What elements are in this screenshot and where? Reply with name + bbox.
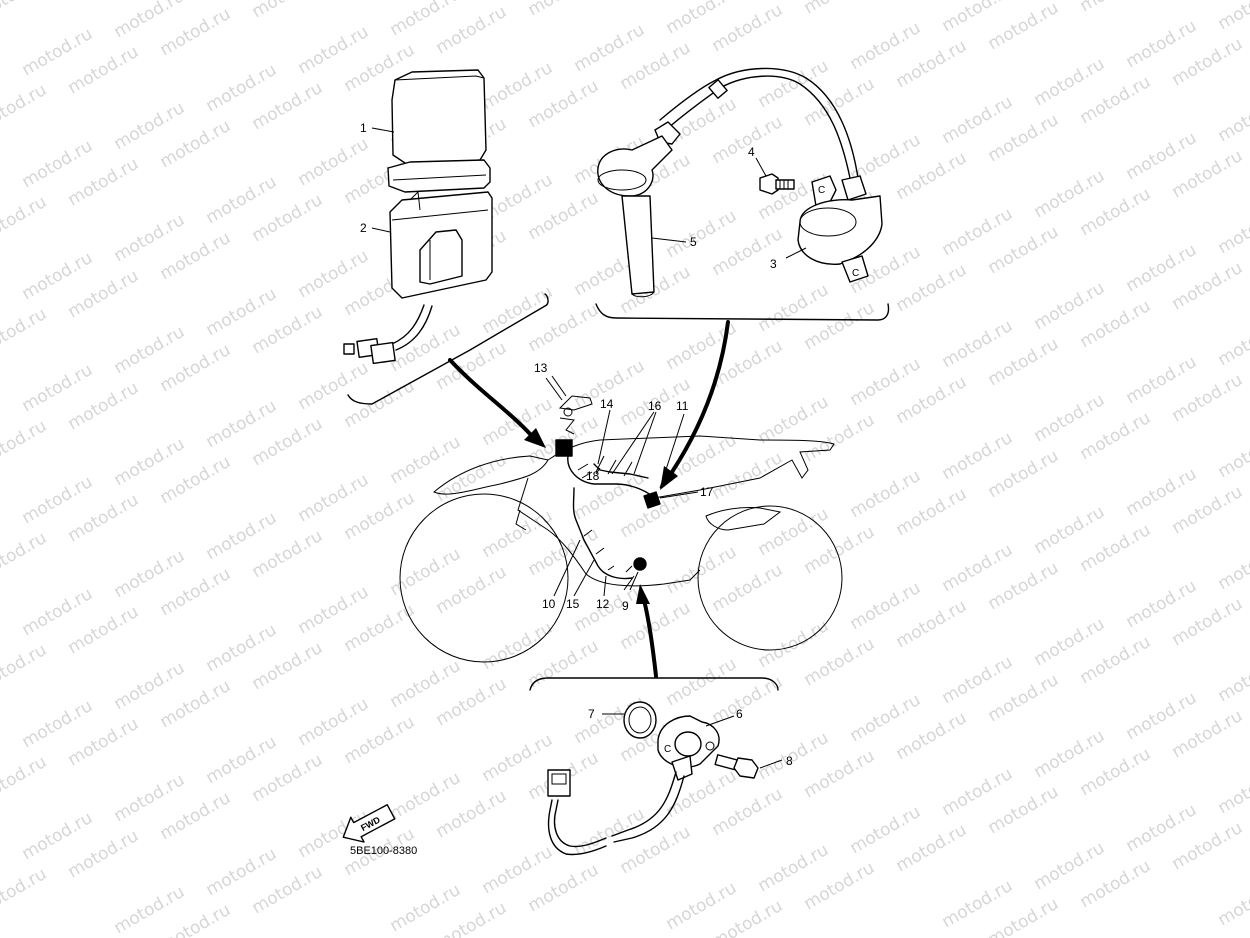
cdi-unit-part[interactable] [389,190,493,299]
callout-15: 15 [566,597,580,611]
pickup-lead-part[interactable] [547,769,685,856]
watermark-text: motod.ru [1215,202,1250,258]
cdi-cover-part[interactable] [387,69,491,193]
ignition-coil-part[interactable]: C C [797,175,883,283]
callout-1: 1 [360,121,367,135]
callout-16: 16 [648,399,662,413]
watermark-text: motod.ru [0,752,50,808]
watermark-text: motod.ru [0,528,50,584]
watermark-text: motod.ru [0,416,50,472]
rear-wheel-outline [697,505,843,651]
svg-text:C: C [818,185,825,196]
callout-labels: 1 2 3 4 5 6 7 8 9 10 11 12 13 14 15 16 1… [360,121,793,768]
coil-bolt-part[interactable] [759,173,795,195]
callout-3: 3 [770,257,777,271]
wiring-harness[interactable] [555,395,661,580]
cdi-unit-group [343,69,549,405]
front-wheel-outline [399,493,569,663]
watermark-text: motod.ru [1215,874,1250,930]
pickup-bracket-line [529,677,779,691]
svg-text:C: C [852,268,859,279]
pointer-arrows [448,320,730,678]
motorcycle-outline [399,435,843,663]
leader-lines [371,127,807,769]
callout-9: 9 [622,599,629,613]
diagram-code: 5BE100-8380 [350,845,417,857]
fork-outline [517,477,587,575]
watermark-text: motod.ru [1077,0,1155,16]
skid-outline [515,509,527,531]
watermark-text: motod.ru [0,80,50,136]
callout-14: 14 [600,397,614,411]
callout-6: 6 [736,707,743,721]
watermark-text: motod.ru [0,304,50,360]
callout-2: 2 [360,221,367,235]
spark-plug-cap-part[interactable] [597,121,681,298]
watermark-text: motod.ru [249,0,327,22]
callout-10: 10 [542,597,556,611]
pickup-sensor-part[interactable]: C [657,715,720,781]
watermark-text: motod.ru [1215,650,1250,706]
watermark-text: motod.ru [1215,314,1250,370]
frame-outline [547,435,835,499]
callout-7: 7 [588,707,595,721]
watermark-text: motod.ru [1215,90,1250,146]
watermark-text: motod.ru [1215,762,1250,818]
ignition-group: C C [595,67,890,321]
lower-frame-outline [585,569,701,587]
watermark-text: motod.ru [0,192,50,248]
pickup-group: C [529,677,779,856]
front-fender-outline [433,455,549,495]
watermark-text: motod.ru [0,864,50,920]
high-tension-lead [659,67,859,179]
callout-5: 5 [690,235,697,249]
coil-bracket-line [595,303,890,321]
cdi-connector-part[interactable] [343,304,433,365]
callout-13: 13 [534,361,548,375]
rear-side-outline [705,507,782,531]
fwd-indicator: FWD [342,804,396,843]
pickup-bolt-part[interactable] [714,754,759,779]
svg-text:C: C [664,744,671,755]
cdi-bracket-line [347,293,549,405]
o-ring-part[interactable] [623,701,657,739]
callout-18: 18 [586,469,600,483]
watermark-text: motod.ru [525,0,603,20]
watermark-text: motod.ru [1215,538,1250,594]
watermark-text: motod.ru [0,640,50,696]
watermark-text: motod.ru [801,0,879,18]
watermark-text: motod.ru [1215,0,1250,34]
callout-12: 12 [596,597,610,611]
watermark-text: motod.ru [1215,426,1250,482]
callout-17: 17 [700,485,714,499]
callout-4: 4 [748,145,755,159]
callout-8: 8 [786,754,793,768]
callout-11: 11 [676,399,689,413]
watermark-text: motod.ru [0,0,50,24]
